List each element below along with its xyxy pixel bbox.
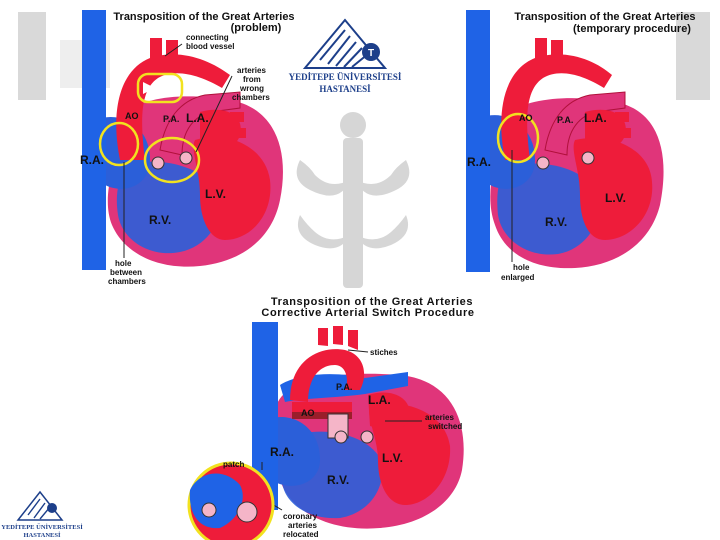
label-chambers: chambers [232, 93, 270, 102]
switch-label-rv: R.V. [327, 473, 349, 487]
label-connecting: connecting [186, 33, 229, 42]
label-rv: R.V. [149, 213, 171, 227]
label-blood-vessel: blood vessel [186, 42, 234, 51]
label-pa: P.A. [163, 114, 179, 124]
problem-vena-cava [82, 10, 106, 270]
label-ra: R.A. [80, 153, 104, 167]
temp-label-ao: AO [519, 113, 533, 123]
watermark-emblem [297, 112, 410, 288]
temp-label-enlarged: enlarged [501, 273, 534, 282]
label-la: L.A. [186, 111, 209, 125]
switch-label-coronary: coronary [283, 512, 318, 521]
switch-coronary-inset [189, 463, 273, 540]
switch-label-patch: patch [223, 460, 244, 469]
temporary-title: Transposition of the Great Arteries [514, 11, 695, 23]
logo-small-line1: YEDİTEPE ÜNİVERSİTESİ [1, 524, 83, 531]
label-ao: AO [125, 111, 139, 121]
temp-label-hole: hole [513, 263, 530, 272]
temp-label-rv: R.V. [545, 215, 567, 229]
svg-text:T: T [368, 48, 374, 59]
switch-label-pa: P.A. [336, 382, 352, 392]
switch-label-relocated: relocated [283, 530, 319, 539]
label-arteries: arteries [237, 66, 266, 75]
logo-small-line2: HASTANESİ [23, 532, 61, 539]
label-lv: L.V. [205, 187, 226, 201]
label-between: between [110, 268, 142, 277]
problem-subtitle: (problem) [231, 22, 282, 34]
switch-label-arteries: arteries [425, 413, 454, 422]
watermark-bar-left [18, 12, 46, 100]
temp-label-lv: L.V. [605, 191, 626, 205]
switch-label-la: L.A. [368, 393, 391, 407]
temp-label-la: L.A. [584, 111, 607, 125]
switch-label-stiches: stiches [370, 348, 398, 357]
label-chambers-2: chambers [108, 277, 146, 286]
panel-switch: Transposition of the Great Arteries Corr… [189, 296, 475, 540]
label-wrong: wrong [239, 84, 264, 93]
switch-label-arteries-2: arteries [288, 521, 317, 530]
switch-label-ra: R.A. [270, 445, 294, 459]
switch-label-ao: AO [301, 408, 315, 418]
switch-subtitle: Corrective Arterial Switch Procedure [261, 307, 474, 319]
hospital-logo-small: YEDİTEPE ÜNİVERSİTESİ HASTANESİ [1, 492, 83, 539]
label-hole: hole [115, 259, 132, 268]
logo-name-line1: YEDİTEPE ÜNİVERSİTESİ [289, 72, 402, 82]
switch-label-switched: switched [428, 422, 462, 431]
temp-label-pa: P.A. [557, 115, 573, 125]
temporary-subtitle: (temporary procedure) [573, 23, 691, 35]
temp-label-ra: R.A. [467, 155, 491, 169]
logo-name-line2: HASTANESİ [319, 84, 371, 94]
label-from: from [243, 75, 261, 84]
temporary-vena-cava [466, 10, 490, 272]
switch-label-lv: L.V. [382, 451, 403, 465]
